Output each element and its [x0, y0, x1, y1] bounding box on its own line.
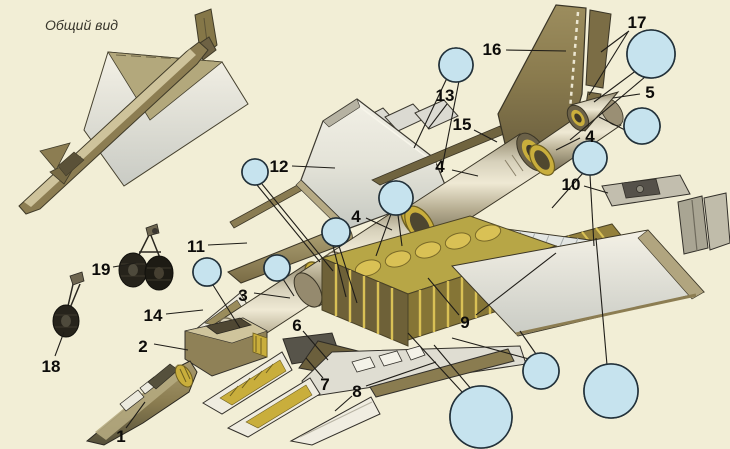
part-intake-ramps [202, 351, 321, 438]
exploded-parts [52, 4, 730, 446]
part-label-2: 2 [138, 337, 147, 356]
part-number-labels: Общий вид 1 2 3 4 4 4 5 6 7 8 9 10 11 12… [42, 13, 655, 446]
part-1-nose-cone [85, 360, 198, 446]
part-label-8: 8 [352, 382, 361, 401]
part-label-13: 13 [436, 86, 455, 105]
detail-callout-icon [449, 385, 513, 449]
part-19-main-gear [118, 223, 174, 291]
part-10-actuator-block [601, 174, 691, 207]
part-label-14: 14 [144, 306, 163, 325]
part-wing-fence-slabs [677, 192, 730, 255]
part-label-17: 17 [628, 13, 647, 32]
part-label-4b: 4 [435, 157, 445, 176]
detail-callout-icon [321, 217, 351, 247]
detail-callout-icon [626, 29, 676, 79]
part-label-10: 10 [562, 175, 581, 194]
detail-callout-icon [623, 107, 661, 145]
part-label-1: 1 [116, 427, 125, 446]
leader-lines [54, 30, 646, 429]
part-label-19: 19 [92, 260, 111, 279]
detail-callout-icon [583, 363, 639, 419]
detail-callout-icon [241, 158, 269, 186]
part-label-4a: 4 [351, 207, 361, 226]
part-5-tail-cone [566, 91, 620, 132]
part-18-nose-gear [52, 271, 85, 338]
part-label-15: 15 [453, 115, 472, 134]
part-label-11: 11 [187, 237, 205, 256]
detail-callout-icon [572, 140, 608, 176]
detail-callout-icon [378, 180, 414, 216]
part-label-16: 16 [483, 40, 502, 59]
detail-callout-icon [438, 47, 474, 83]
gv-canopy [57, 151, 85, 177]
part-label-6: 6 [292, 316, 301, 335]
part-label-4c: 4 [585, 127, 595, 146]
part-label-7: 7 [320, 375, 329, 394]
gv-canard [39, 142, 71, 171]
part-8-belly-panels [289, 345, 527, 446]
general-view-aircraft [18, 8, 249, 215]
detail-callout-icon [192, 257, 222, 287]
part-label-9: 9 [460, 313, 469, 332]
detail-callout-icon [263, 254, 291, 282]
detail-callout-icon [522, 352, 560, 390]
part-label-5: 5 [645, 83, 654, 102]
general-view-title: Общий вид [45, 17, 118, 33]
part-right-wing-panel [451, 229, 705, 337]
part-label-3: 3 [238, 286, 247, 305]
part-label-12: 12 [270, 157, 289, 176]
part-2-cockpit-section [184, 317, 268, 377]
part-label-18: 18 [42, 357, 61, 376]
detail-callouts [192, 29, 676, 449]
